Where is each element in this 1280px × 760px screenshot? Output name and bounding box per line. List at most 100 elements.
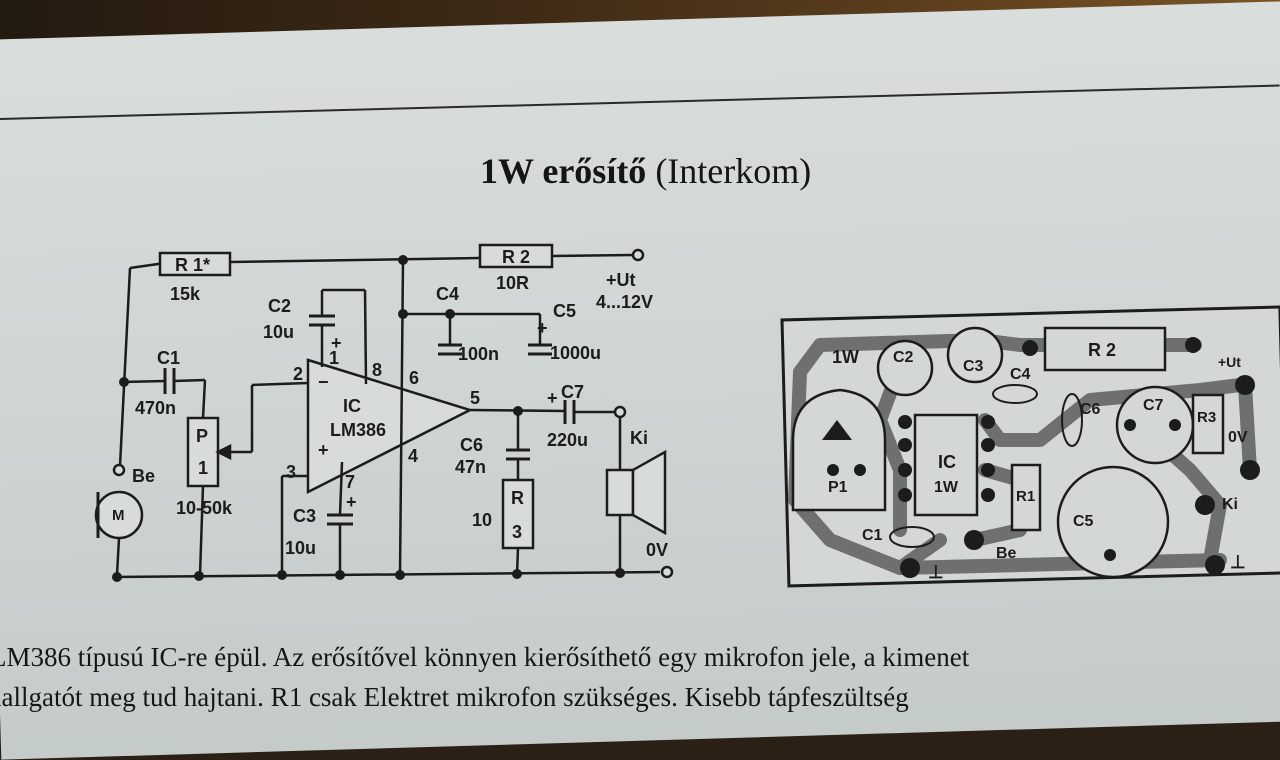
pcb-c7-label: C7 (1143, 397, 1164, 414)
pcb-p1-arrow (822, 420, 852, 440)
r3-name-top: R (511, 488, 524, 508)
c4-name: C4 (436, 284, 460, 304)
pin1-label: 1 (329, 348, 340, 368)
wire-p1-ground (198, 485, 205, 576)
c2-name: C2 (268, 296, 292, 316)
speaker-cone (631, 449, 667, 536)
c2-value: 10u (263, 322, 295, 342)
pcb-ic-label: IC (938, 452, 956, 472)
pcb-c3-label: C3 (963, 358, 984, 375)
p1-value: 10-50k (176, 498, 233, 518)
c6-value: 47n (455, 457, 487, 477)
c3-value: 10u (285, 538, 317, 558)
pcb-ground-symbol-right: ⊥ (1230, 552, 1246, 572)
ic-part: LM386 (330, 420, 387, 440)
c6-name: C6 (460, 435, 484, 455)
wire-pin8 (363, 289, 368, 385)
supply-label: +Ut (606, 270, 636, 290)
pcb-r3-label: R3 (1197, 409, 1217, 426)
pcb-c6-label: C6 (1080, 401, 1101, 418)
supply-terminal (631, 248, 645, 262)
pcb-c2-label: C2 (893, 349, 914, 366)
pcb-c3-body (946, 326, 1004, 384)
r2-value: 10R (496, 273, 530, 293)
pin7-label: 7 (345, 472, 356, 492)
pin5-label: 5 (470, 388, 481, 408)
pin4-label: 4 (408, 446, 419, 466)
be-terminal (112, 463, 126, 477)
r1-value: 15k (170, 284, 201, 304)
body-line-2: hallgatót meg tud hajtani. R1 csak Elekt… (0, 682, 909, 712)
p1-name-top: P (196, 426, 209, 446)
pcb-r1-body (1010, 463, 1042, 532)
pcb-0v-label: 0V (1228, 429, 1248, 446)
pcb-1w-tag: 1W (832, 347, 859, 367)
ground-junctions (112, 568, 625, 582)
pcb-c1-label: C1 (862, 527, 883, 544)
wire-vcc-vertical (398, 259, 405, 576)
circuit-schematic (94, 243, 1280, 588)
pcb-r3-body (1191, 393, 1225, 455)
c1-value: 470n (135, 398, 177, 418)
r1-body (158, 251, 232, 277)
pcb-r1-label: R1 (1016, 488, 1036, 505)
mic-label: Be (132, 466, 156, 486)
c5-plus: + (537, 318, 548, 338)
pcb-pads (827, 375, 1260, 578)
pin3-label: 3 (286, 462, 297, 482)
r3-value: 10 (472, 510, 493, 530)
pcb-ut-label: +Ut (1218, 354, 1241, 370)
ic-minus: − (318, 372, 329, 392)
r2-name: R 2 (502, 247, 531, 267)
wire-mic-ground (115, 537, 121, 576)
body-line-1: LM386 típusú IC-re épül. Az erősítővel k… (0, 642, 970, 672)
ic-name: IC (343, 396, 361, 416)
wire-to-p1 (201, 379, 207, 419)
c7-plus: + (547, 388, 558, 408)
pcb-pad-r2a (1022, 340, 1038, 356)
mic-symbol-letter: M (112, 507, 125, 524)
c4-value: 100n (458, 344, 500, 364)
page-title: 1W erősítő (Interkom) (480, 150, 880, 194)
speaker-label: Ki (630, 428, 648, 448)
wire-c1-left (123, 379, 166, 384)
ground-terminal (660, 565, 674, 579)
pcb-ic-body (913, 413, 979, 517)
title-normal: (Interkom) (655, 151, 812, 191)
pcb-p1-label: P1 (828, 479, 848, 496)
wire-top-mid (229, 256, 481, 264)
pcb-p1-body (791, 388, 887, 512)
pcb-c6-body (1061, 393, 1083, 447)
ic-plus: + (318, 440, 329, 460)
c3-plus: + (346, 492, 357, 512)
wire-pin7 (338, 461, 344, 516)
pin6-label: 6 (409, 368, 420, 388)
pin2-label: 2 (293, 364, 304, 384)
c2-plus: + (331, 333, 342, 353)
c5-value: 1000u (550, 343, 602, 363)
pcb-ki-label: Ki (1222, 496, 1238, 513)
pcb-ic-mark: 1W (934, 479, 958, 496)
speaker-body (605, 468, 635, 517)
ground-label: 0V (646, 540, 669, 560)
r1-name: R 1* (175, 255, 211, 275)
c3-name: C3 (293, 506, 317, 526)
wire-left-vertical (118, 267, 132, 467)
c5-name: C5 (553, 301, 577, 321)
pcb-c4-label: C4 (1010, 366, 1031, 383)
p1-wiper-arrow (215, 443, 232, 461)
pcb-be-label: Be (996, 545, 1017, 562)
pcb-c1-body (889, 526, 935, 548)
pcb-pad-r2b (1185, 337, 1201, 353)
c7-value: 220u (547, 430, 589, 450)
pin8-label: 8 (372, 360, 383, 380)
pcb-ground-symbol: ⊥ (928, 562, 944, 582)
wire-c1-right (173, 378, 206, 383)
ki-terminal (613, 405, 627, 419)
supply-range: 4...12V (596, 292, 654, 312)
pcb-r2-body (1043, 326, 1167, 372)
wire-to-supply (551, 253, 633, 258)
pcb-c4-body (992, 384, 1038, 404)
pcb-r2-label: R 2 (1088, 340, 1117, 360)
pcb-c5-label: C5 (1073, 513, 1094, 530)
